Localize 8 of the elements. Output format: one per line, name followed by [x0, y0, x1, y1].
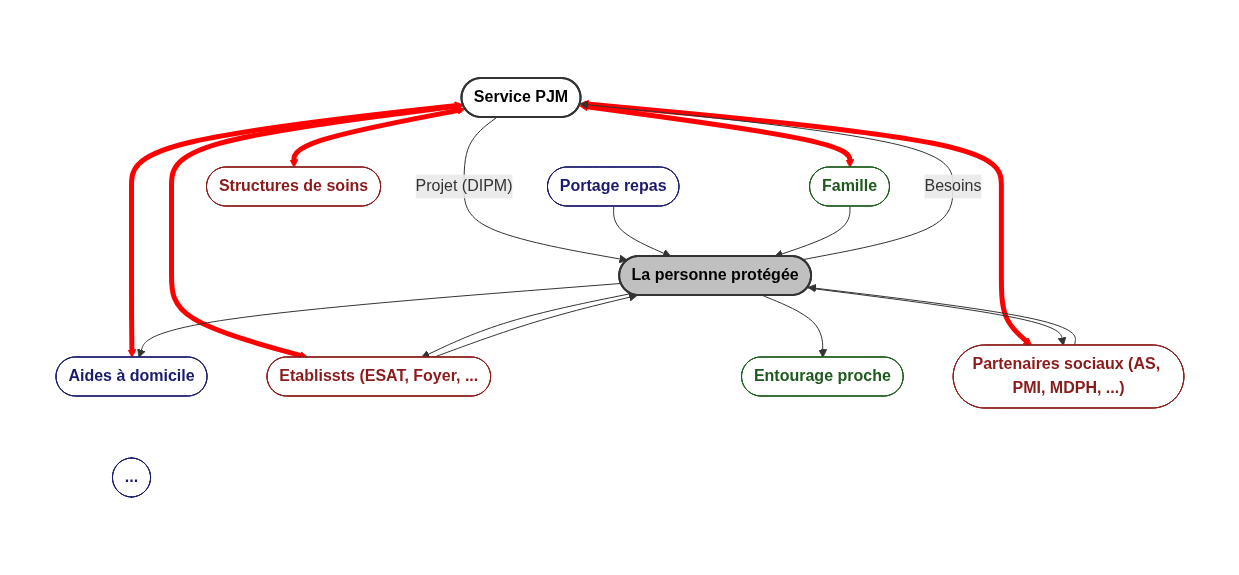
- arrow: [136, 282, 622, 358]
- arrow: [463, 117, 628, 264]
- edge-label: Projet (DIPM): [415, 177, 513, 195]
- edge-label: Besoins: [924, 177, 981, 195]
- arrow: [761, 295, 827, 358]
- arrow: [579, 99, 1032, 346]
- arrow: [289, 106, 465, 168]
- arrow: [579, 100, 953, 261]
